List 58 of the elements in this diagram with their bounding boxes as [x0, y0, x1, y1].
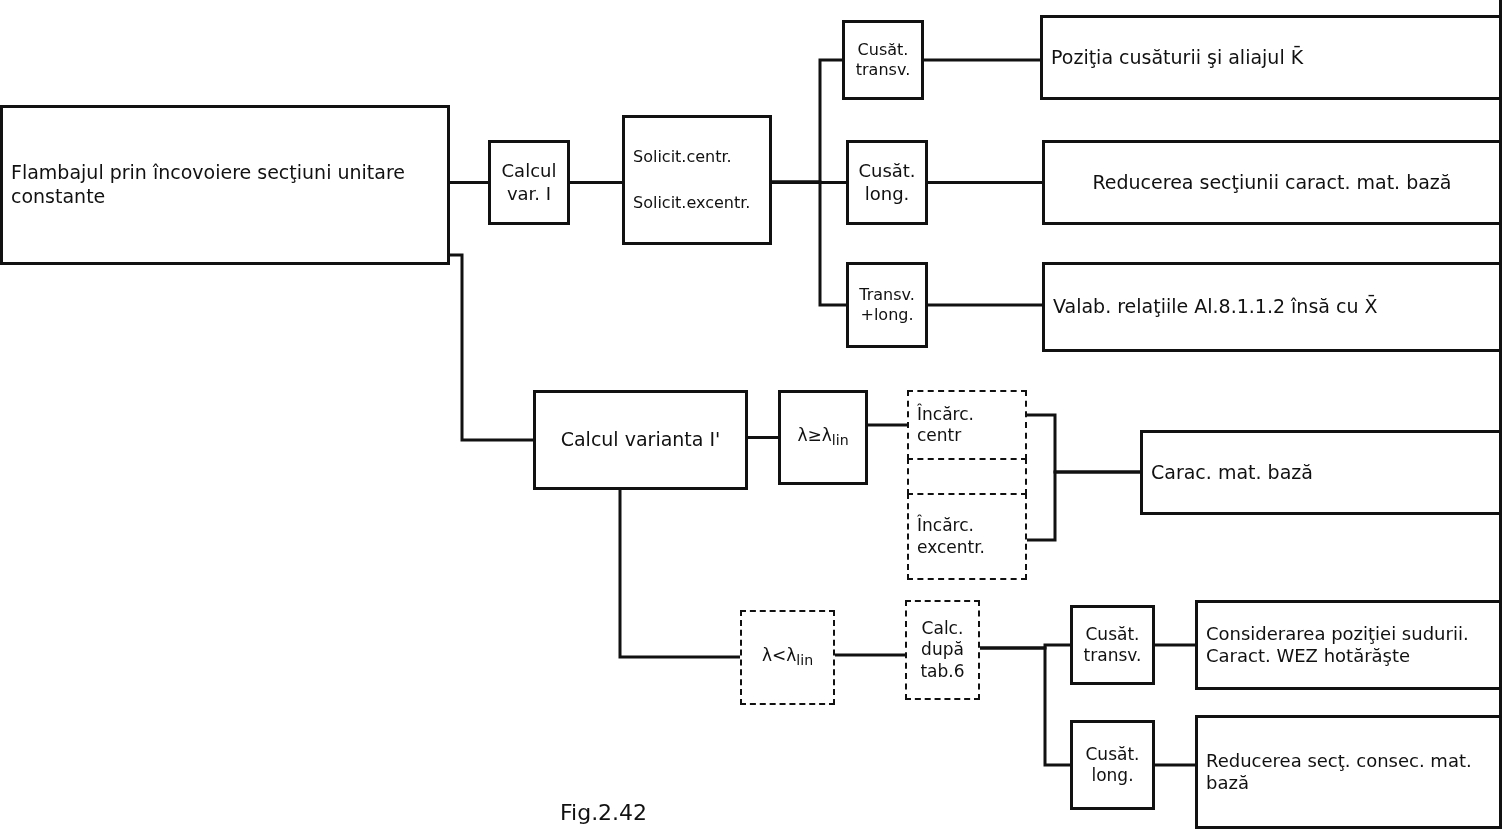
- box-label: Calcul var. I: [500, 160, 558, 205]
- box-label: Calc. după tab.6: [919, 618, 966, 682]
- box-label: Solicit.excentr.: [633, 193, 751, 213]
- connector-line: [1155, 643, 1195, 647]
- box-label: Reducerea secţ. consec. mat. bază: [1206, 749, 1473, 795]
- process-box: [533, 390, 748, 490]
- process-box: [740, 610, 835, 705]
- process-box: [907, 493, 1027, 580]
- box-label: λ≥λ$_{lin}$: [797, 424, 849, 451]
- box-label: Calcul varianta I': [560, 428, 721, 452]
- process-box: [1042, 140, 1502, 225]
- process-box: [1140, 430, 1502, 515]
- process-box: [778, 390, 868, 485]
- connector-line: [924, 58, 1040, 62]
- connector-line: [618, 490, 740, 659]
- process-box: [0, 105, 450, 265]
- process-box: [1195, 600, 1502, 690]
- box-label: Valab. relaţiile Al.8.1.1.2 însă cu X̄: [1053, 295, 1378, 319]
- box-label: Solicit.centr.: [633, 147, 732, 167]
- connector-line: [570, 181, 622, 184]
- box-label: Cusăt. long.: [1084, 743, 1141, 787]
- empty-box: [907, 458, 1027, 495]
- connector-line: [748, 436, 778, 439]
- process-box: [846, 140, 928, 225]
- process-box: [1195, 715, 1502, 829]
- process-box: [1042, 262, 1502, 352]
- process-box: [1070, 605, 1155, 685]
- process-box: [1040, 15, 1502, 100]
- figure-caption: Fig.2.42: [560, 800, 648, 825]
- connector-line: [772, 180, 846, 307]
- connector-line: [1027, 470, 1140, 542]
- connector-line: [450, 181, 488, 184]
- process-box: [907, 390, 1027, 460]
- box-label: Considerarea poziţiei sudurii. Caract. WEZ hotărăşte: [1206, 622, 1470, 668]
- box-label: Încărc. centr: [917, 403, 975, 447]
- box-label: Flambajul prin încovoiere secţiuni unitare constante: [11, 161, 406, 209]
- connector-line: [868, 423, 907, 427]
- process-box: [846, 262, 928, 348]
- connector-line: [928, 181, 1042, 184]
- box-label: Reducerea secţiunii caract. mat. bază: [1092, 170, 1452, 195]
- process-box: [1070, 720, 1155, 810]
- process-box: [842, 20, 924, 100]
- box-label: Cusăt. long.: [857, 160, 917, 205]
- box-label: Transv. +long.: [858, 285, 916, 325]
- box-label: Încărc. excentr.: [917, 515, 986, 558]
- connector-line: [980, 646, 1070, 767]
- box-label: λ<λ$_{lin}$: [761, 644, 814, 671]
- box-label: Poziţia cusăturii şi aliajul K̄: [1051, 45, 1304, 70]
- box-label: Cusăt. transv.: [854, 40, 912, 80]
- connector-line: [1155, 763, 1195, 767]
- box-label: Carac. mat. bază: [1151, 460, 1313, 485]
- connector-line: [450, 253, 533, 442]
- process-box: [622, 115, 772, 245]
- process-box: [905, 600, 980, 700]
- process-box: [488, 140, 570, 225]
- connector-line: [835, 653, 905, 657]
- connector-line: [928, 303, 1042, 307]
- box-label: Cusăt. transv.: [1082, 623, 1143, 667]
